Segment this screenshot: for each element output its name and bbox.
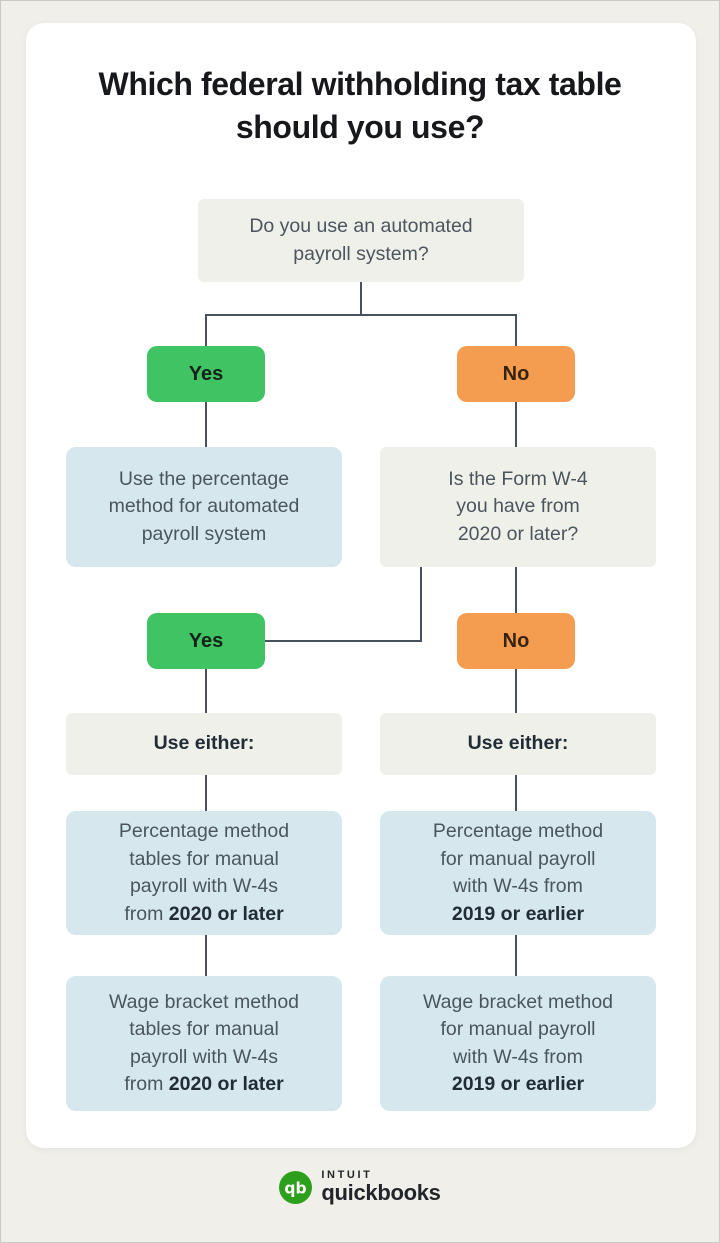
connector-right-options (515, 775, 517, 811)
yes-button-1: Yes (147, 346, 265, 402)
result-text-bold: 2019 or earlier (451, 902, 585, 925)
connector-q1-stem (360, 282, 362, 315)
result-text-line: 2019 or earlier (452, 901, 584, 929)
result-text-line: with W-4s from (453, 875, 583, 897)
connector-to-yes1 (205, 314, 207, 347)
result-text-line: from 2020 or later (124, 1071, 283, 1099)
question-text-line: Is the Form W-4 (448, 467, 588, 490)
use-either-label: Use either: (467, 732, 569, 755)
result-text-line: tables for manual (129, 847, 279, 870)
result-text-line: Percentage method (118, 820, 290, 842)
use-either-box-right: Use either: (380, 713, 656, 775)
quickbooks-wordmark: quickbooks (321, 1180, 441, 1205)
connector-left-wage (205, 935, 207, 976)
result-text-line: for manual payroll (440, 1018, 596, 1040)
svg-text:qb: qb (285, 1179, 307, 1197)
result-text-line: Use the percentage (118, 467, 290, 490)
connector-yes1-stem (205, 402, 207, 448)
intuit-wordmark: INTUIT (321, 1169, 373, 1181)
no-button-1: No (457, 346, 575, 402)
connector-w4-to-no2 (515, 567, 517, 613)
question-text-line: payroll system? (293, 242, 429, 265)
result-box-percentage-2019: Percentage method for manual payroll wit… (380, 811, 656, 935)
result-text-line: with W-4s from (453, 1045, 583, 1068)
result-text-prefix: from (124, 1073, 169, 1095)
result-text-line: for manual payroll (440, 847, 596, 870)
connector-no2-stem (515, 669, 517, 713)
result-text-line: Wage bracket method (108, 990, 300, 1013)
qb-circle-icon: qb (279, 1170, 313, 1204)
question-text-line: 2020 or later? (457, 522, 579, 545)
result-text-bold: 2020 or later (168, 902, 284, 925)
use-either-box-left: Use either: (66, 713, 342, 775)
connector-left-options (205, 775, 207, 811)
question-box-w4-year: Is the Form W-4 you have from 2020 or la… (380, 447, 656, 567)
result-text-prefix: from (124, 902, 169, 925)
question-text-line: you have from (456, 495, 580, 518)
result-text-line: 2019 or earlier (452, 1071, 584, 1099)
result-text-line: payroll with W-4s (129, 1045, 279, 1068)
result-text-bold: 2019 or earlier (451, 1073, 585, 1095)
connector-to-no1 (515, 314, 517, 347)
result-text-line: Percentage method (432, 820, 604, 842)
page-title: Which federal withholding tax table shou… (98, 66, 622, 145)
yes-button-2: Yes (147, 613, 265, 669)
result-text-bold: 2020 or later (168, 1073, 284, 1095)
connector-w4-yes-elbow-horizontal (265, 640, 422, 642)
question-text-line: Do you use an automated (249, 215, 473, 237)
result-box-percentage-2020: Percentage method tables for manual payr… (66, 811, 342, 935)
connector-q1-branch (205, 314, 517, 316)
result-text-line: tables for manual (129, 1018, 279, 1040)
result-box-wage-bracket-2019: Wage bracket method for manual payroll w… (380, 976, 656, 1111)
connector-yes2-stem (205, 669, 207, 713)
result-text-line: method for automated (108, 495, 300, 518)
result-box-wage-bracket-2020: Wage bracket method tables for manual pa… (66, 976, 342, 1111)
quickbooks-logo: qb INTUIT quickbooks (1, 1169, 719, 1205)
logo-wordmark: INTUIT quickbooks (321, 1169, 441, 1205)
connector-w4-yes-elbow-vertical (420, 567, 422, 642)
result-box-automated-percentage-method: Use the percentage method for automated … (66, 447, 342, 567)
use-either-label: Use either: (153, 732, 255, 755)
result-text-line: Wage bracket method (422, 990, 614, 1013)
result-text-line: payroll system (141, 522, 267, 545)
connector-right-wage (515, 935, 517, 976)
no-button-2: No (457, 613, 575, 669)
result-text-line: from 2020 or later (124, 901, 283, 929)
question-box-automated-payroll: Do you use an automated payroll system? (198, 199, 524, 282)
connector-no1-stem (515, 402, 517, 448)
result-text-line: payroll with W-4s (129, 875, 279, 897)
